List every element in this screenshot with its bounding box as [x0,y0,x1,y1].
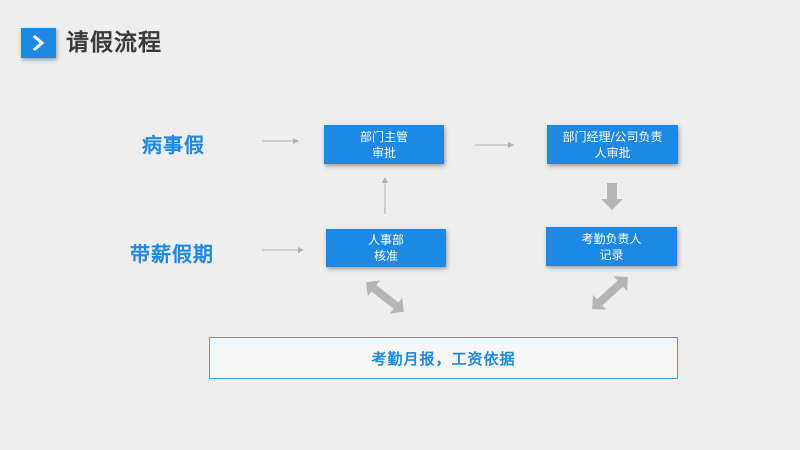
box-attendance-line2: 记录 [599,247,624,262]
double-arrow-attendance-footer [592,276,628,310]
double-arrow-hr-footer [366,280,404,314]
box-manager-approval: 部门经理/公司负责 人审批 [547,125,678,164]
label-paid-leave: 带薪假期 [130,242,214,266]
footer-monthly-report: 考勤月报，工资依据 [209,337,678,379]
box-manager-line2: 人审批 [594,145,631,160]
chevron-right-icon [32,35,44,51]
box-manager-line1: 部门经理/公司负责 [562,129,663,144]
box-hr-line1: 人事部 [367,233,404,247]
box-attendance-line1: 考勤负责人 [581,231,642,246]
page-title: 请假流程 [66,30,162,56]
box-attendance-record: 考勤负责人 记录 [546,227,677,266]
box-hr-approval: 人事部 核准 [326,229,446,267]
arrow-manager-to-attendance [601,183,623,210]
box-dept-head-approval: 部门主管 审批 [324,125,444,164]
label-sick-leave: 病事假 [142,133,205,157]
box-dept-head-line1: 部门主管 [359,129,408,144]
title-badge [21,28,56,58]
box-dept-head-line2: 审批 [371,145,396,160]
box-hr-line2: 核准 [373,249,398,263]
